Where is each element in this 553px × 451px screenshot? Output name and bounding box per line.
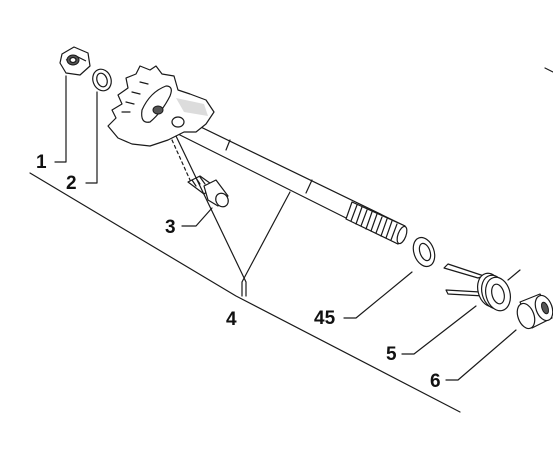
leader-45 — [343, 271, 413, 319]
spring-part-5 — [443, 263, 521, 312]
leader-4b — [175, 135, 247, 297]
shift-shaft-part-4 — [107, 65, 408, 245]
washer-part-45 — [412, 236, 436, 268]
leader-4a — [241, 191, 291, 297]
pin-part-3 — [171, 139, 229, 208]
corner-mark — [544, 67, 553, 73]
bushing-part-6 — [516, 293, 553, 330]
leader-2 — [85, 91, 98, 184]
washer-part-2 — [92, 68, 112, 92]
leader-6 — [445, 329, 517, 381]
assembly-baseline — [29, 172, 461, 413]
callout-5: 5 — [386, 344, 397, 365]
callout-1: 1 — [36, 152, 47, 173]
callout-4: 4 — [226, 309, 237, 330]
leader-3 — [181, 207, 213, 227]
callout-45: 45 — [314, 308, 336, 329]
callout-2: 2 — [66, 173, 77, 194]
leader-lines — [54, 75, 517, 381]
leader-1 — [54, 75, 67, 163]
callout-3: 3 — [165, 217, 176, 238]
nut-part-1 — [59, 46, 91, 76]
leader-5 — [401, 305, 477, 355]
callout-6: 6 — [430, 371, 441, 392]
